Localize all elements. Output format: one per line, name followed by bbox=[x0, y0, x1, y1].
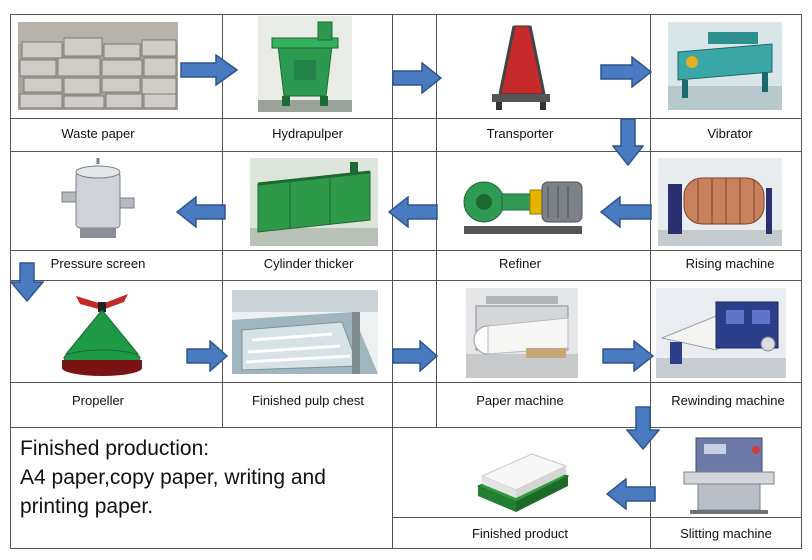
step-label-propeller: Propeller bbox=[71, 393, 125, 408]
note-line-2: A4 paper,copy paper, writing and bbox=[20, 466, 326, 489]
grid-line bbox=[10, 427, 802, 428]
step-label-rewinding-machine: Rewinding machine bbox=[671, 393, 785, 408]
arrow-right-icon bbox=[392, 340, 438, 372]
finished-production-note: Finished production: A4 paper,copy paper… bbox=[20, 434, 390, 521]
rising-machine-image bbox=[658, 158, 782, 246]
arrow-left-icon bbox=[606, 478, 656, 510]
grid-line bbox=[436, 14, 437, 428]
grid-line bbox=[10, 118, 802, 119]
step-label-hydrapulper: Hydrapulper bbox=[272, 126, 343, 141]
grid-line bbox=[650, 14, 651, 549]
arrow-right-icon bbox=[180, 54, 238, 86]
arrow-left-icon bbox=[388, 196, 438, 228]
rewinding-machine-image bbox=[656, 288, 786, 378]
grid-line bbox=[392, 517, 802, 518]
arrow-left-icon bbox=[176, 196, 226, 228]
step-label-finished-pulp-chest: Finished pulp chest bbox=[251, 393, 364, 408]
arrow-down-icon bbox=[626, 406, 660, 450]
step-label-rising-machine: Rising machine bbox=[685, 256, 775, 271]
propeller-image bbox=[54, 286, 150, 380]
step-label-waste-paper: Waste paper bbox=[61, 126, 135, 141]
step-label-finished-product: Finished product bbox=[471, 526, 569, 541]
grid-line bbox=[10, 548, 802, 549]
grid-line bbox=[222, 14, 223, 428]
grid-line bbox=[10, 151, 802, 152]
arrow-left-icon bbox=[600, 196, 652, 228]
grid-line bbox=[10, 280, 802, 281]
slitting-machine-image bbox=[676, 432, 782, 516]
note-line-1: Finished production: bbox=[20, 437, 210, 460]
arrow-right-icon bbox=[602, 340, 654, 372]
note-line-3: printing paper. bbox=[20, 495, 154, 518]
transporter-image bbox=[484, 22, 558, 112]
hydrapulper-image bbox=[258, 16, 352, 112]
arrow-right-icon bbox=[186, 340, 228, 372]
waste-paper-image bbox=[18, 22, 178, 110]
grid-line bbox=[392, 14, 393, 549]
arrow-right-icon bbox=[392, 62, 442, 94]
step-label-pressure-screen: Pressure screen bbox=[50, 256, 146, 271]
arrow-down-icon bbox=[10, 262, 44, 302]
grid-line bbox=[801, 14, 802, 549]
arrow-down-icon bbox=[612, 118, 644, 166]
step-label-cylinder-thicker: Cylinder thicker bbox=[263, 256, 354, 271]
step-label-refiner: Refiner bbox=[499, 256, 541, 271]
paper-machine-image bbox=[466, 288, 578, 378]
grid-line bbox=[10, 14, 802, 15]
cylinder-thicker-image bbox=[250, 158, 378, 246]
step-label-slitting-machine: Slitting machine bbox=[680, 526, 772, 541]
refiner-image bbox=[454, 164, 588, 242]
arrow-right-icon bbox=[600, 56, 652, 88]
grid-line bbox=[10, 382, 802, 383]
step-label-transporter: Transporter bbox=[486, 126, 554, 141]
step-label-paper-machine: Paper machine bbox=[476, 393, 564, 408]
finished-pulp-chest-image bbox=[232, 290, 378, 374]
vibrator-image bbox=[668, 22, 782, 110]
step-label-vibrator: Vibrator bbox=[707, 126, 753, 141]
grid-line bbox=[10, 250, 802, 251]
pressure-screen-image bbox=[52, 158, 144, 244]
finished-product-image bbox=[472, 442, 572, 514]
